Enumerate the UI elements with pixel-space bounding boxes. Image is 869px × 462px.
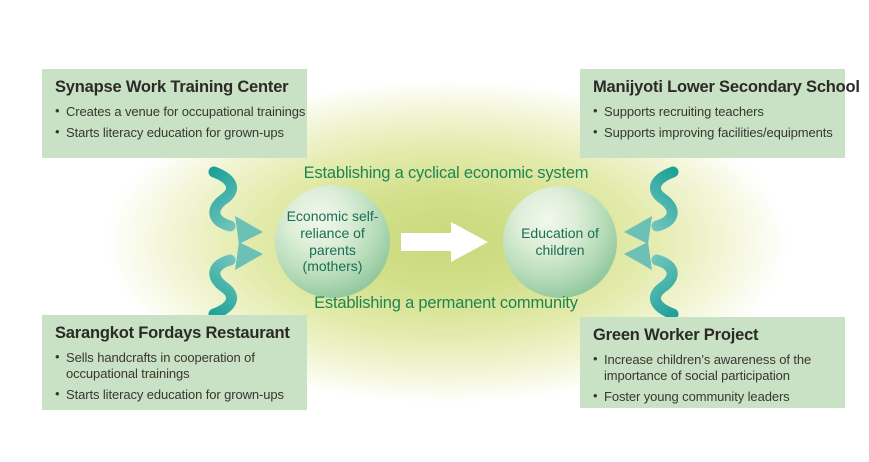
bullet-item: Supports improving facilities/equipments bbox=[593, 124, 835, 141]
box-title: Manijyoti Lower Secondary School bbox=[593, 78, 860, 96]
right-arrow-icon bbox=[401, 222, 488, 262]
bullet-list: Increase children’s awareness of the imp… bbox=[593, 351, 835, 405]
box-title: Sarangkot Fordays Restaurant bbox=[55, 324, 290, 342]
info-box-green-worker-project: Green Worker Project Increase children’s… bbox=[580, 317, 845, 408]
bullet-item: Starts literacy education for grown-ups bbox=[55, 386, 297, 403]
info-box-sarangkot-fordays-restaurant: Sarangkot Fordays Restaurant Sells handc… bbox=[42, 315, 307, 410]
bullet-list: Supports recruiting teachers Supports im… bbox=[593, 103, 835, 141]
bullet-item: Creates a venue for occupational trainin… bbox=[55, 103, 305, 120]
bullet-item: Foster young community leaders bbox=[593, 388, 835, 405]
box-title: Synapse Work Training Center bbox=[55, 78, 289, 96]
caption-permanent-community: Establishing a permanent community bbox=[314, 294, 578, 312]
circle-economic-self-reliance: Economic self-reliance of parents (mothe… bbox=[275, 185, 390, 298]
bullet-list: Sells handcrafts in cooperation of occup… bbox=[55, 349, 297, 403]
bullet-list: Creates a venue for occupational trainin… bbox=[55, 103, 305, 141]
bullet-item: Increase children’s awareness of the imp… bbox=[593, 351, 835, 384]
info-box-synapse-work-training-center: Synapse Work Training Center Creates a v… bbox=[42, 69, 307, 158]
bullet-item: Supports recruiting teachers bbox=[593, 103, 835, 120]
bullet-item: Starts literacy education for grown-ups bbox=[55, 124, 297, 141]
bullet-item: Sells handcrafts in cooperation of occup… bbox=[55, 349, 270, 382]
info-box-manijyoti-lower-secondary-school: Manijyoti Lower Secondary School Support… bbox=[580, 69, 860, 158]
circle-label: Education of children bbox=[521, 225, 599, 258]
box-title: Green Worker Project bbox=[593, 326, 759, 344]
circle-education-of-children: Education of children bbox=[503, 186, 617, 298]
caption-cyclical-economic-system: Establishing a cyclical economic system bbox=[303, 164, 589, 182]
circle-label: Economic self-reliance of parents (mothe… bbox=[286, 208, 379, 275]
